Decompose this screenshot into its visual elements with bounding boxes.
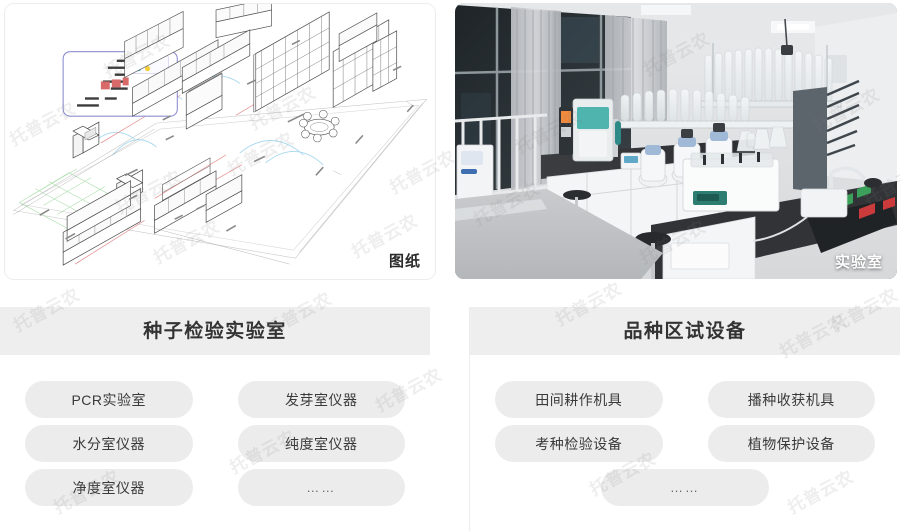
card-body-left: PCR实验室 发芽室仪器 水分室仪器 纯度室仪器 净度室仪器 …… [0, 355, 430, 506]
card-header-left: 种子检验实验室 [0, 307, 430, 355]
pill-sowing-harvesting-machinery[interactable]: 播种收获机具 [707, 381, 875, 418]
pill-more-right[interactable]: …… [601, 469, 769, 506]
pill-pcr-lab[interactable]: PCR实验室 [25, 381, 193, 418]
pill-row-right-3: …… [470, 469, 900, 506]
pill-purity-room-instruments[interactable]: 纯度室仪器 [237, 425, 405, 462]
blueprint-caption: 图纸 [388, 253, 421, 270]
laboratory-photo-panel[interactable]: 实验室 [455, 3, 897, 279]
laboratory-floorplan-drawing [5, 4, 435, 279]
category-cards-row: 种子检验实验室 PCR实验室 发芽室仪器 水分室仪器 纯度室仪器 净度室仪器 …… [0, 285, 900, 531]
laboratory-photograph [455, 3, 897, 279]
pill-row-left-2: 水分室仪器 纯度室仪器 [0, 425, 430, 462]
media-row: 图纸 [4, 3, 897, 280]
pill-seed-examination-equipment[interactable]: 考种检验设备 [495, 425, 663, 462]
card-variety-trial-equipment: 品种区试设备 田间耕作机具 播种收获机具 考种检验设备 植物保护设备 …… [470, 307, 900, 531]
blueprint-image-panel[interactable]: 图纸 [4, 3, 436, 280]
card-header-right: 品种区试设备 [470, 307, 900, 355]
pill-row-right-1: 田间耕作机具 播种收获机具 [470, 381, 900, 418]
card-body-right: 田间耕作机具 播种收获机具 考种检验设备 植物保护设备 …… [470, 355, 900, 506]
pill-row-right-2: 考种检验设备 植物保护设备 [470, 425, 900, 462]
pill-field-tillage-machinery[interactable]: 田间耕作机具 [495, 381, 663, 418]
card-column-divider [469, 307, 470, 531]
photo-caption: 实验室 [834, 254, 883, 271]
pill-row-left-3: 净度室仪器 …… [0, 469, 430, 506]
pill-moisture-room-instruments[interactable]: 水分室仪器 [25, 425, 193, 462]
card-seed-testing-laboratory: 种子检验实验室 PCR实验室 发芽室仪器 水分室仪器 纯度室仪器 净度室仪器 …… [0, 307, 430, 531]
card-title-left: 种子检验实验室 [143, 320, 287, 342]
pill-plant-protection-equipment[interactable]: 植物保护设备 [707, 425, 875, 462]
pill-row-left-1: PCR实验室 发芽室仪器 [0, 381, 430, 418]
pill-germination-room-instruments[interactable]: 发芽室仪器 [237, 381, 405, 418]
card-title-right: 品种区试设备 [623, 320, 747, 342]
pill-cleanliness-room-instruments[interactable]: 净度室仪器 [25, 469, 193, 506]
pill-more-left[interactable]: …… [237, 469, 405, 506]
